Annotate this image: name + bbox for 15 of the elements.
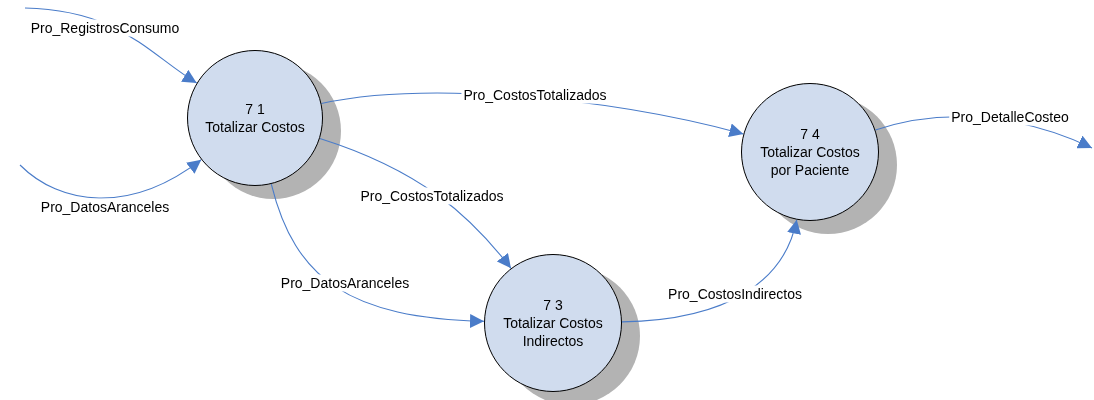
- arrow: [19, 159, 202, 199]
- edge-label: Pro_CostosIndirectos: [666, 285, 804, 303]
- process-number: 7 1: [245, 100, 265, 118]
- process-name: Totalizar Costos por Paciente: [759, 143, 861, 179]
- process-name: Totalizar Costos Indirectos: [502, 314, 604, 350]
- edge-label: Pro_DatosAranceles: [278, 274, 412, 292]
- edge-label: Pro_DetalleCosteo: [949, 108, 1071, 126]
- edge-label: Pro_RegistrosConsumo: [28, 19, 182, 37]
- edge-label: Pro_DatosAranceles: [38, 198, 172, 216]
- edge-label: Pro_CostosTotalizados: [358, 187, 506, 205]
- arrow: [319, 137, 512, 269]
- process-number: 7 4: [800, 125, 820, 143]
- process-number: 7 3: [543, 296, 563, 314]
- process-name: Totalizar Costos: [205, 118, 305, 136]
- edge-label: Pro_CostosTotalizados: [461, 86, 609, 104]
